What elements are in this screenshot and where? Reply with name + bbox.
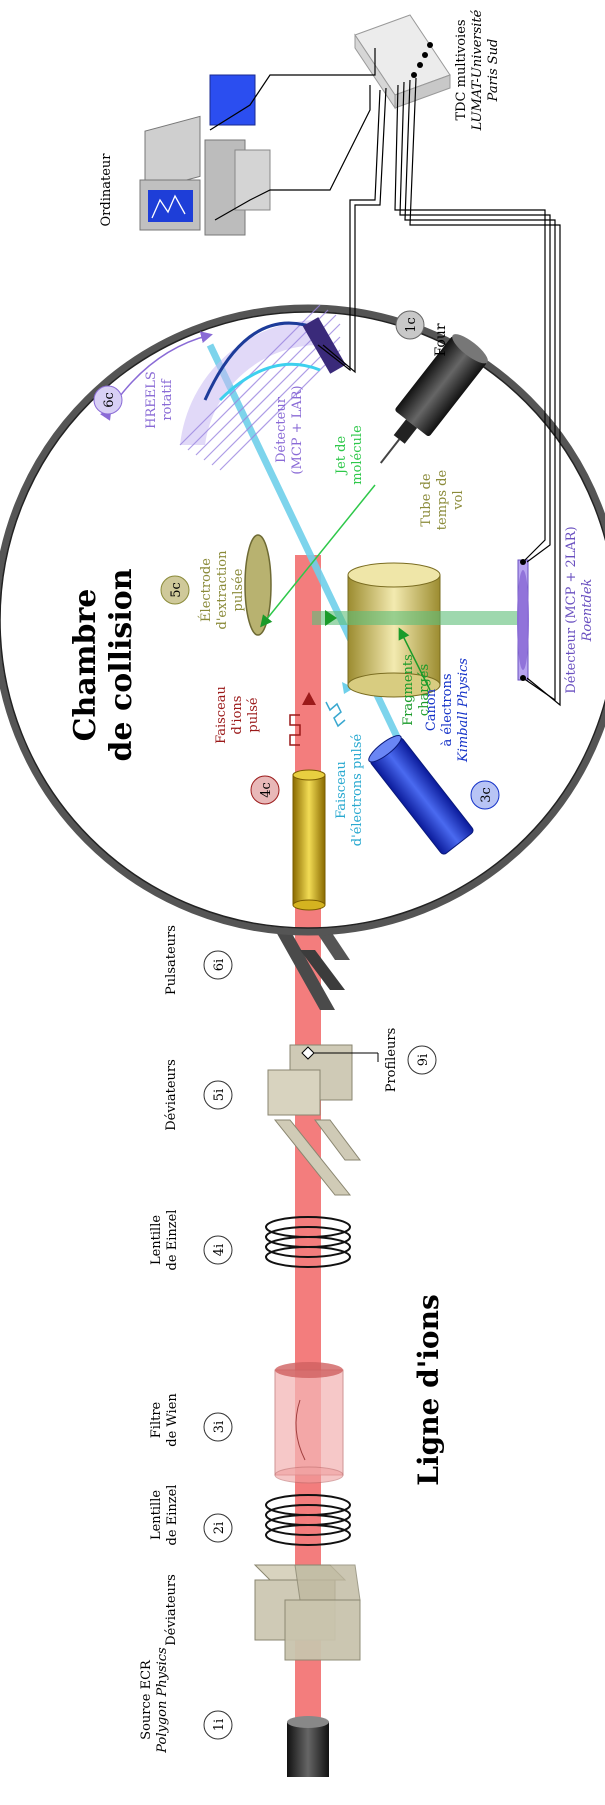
source-label: Source ECR bbox=[139, 1659, 154, 1740]
pulsers bbox=[275, 930, 350, 1010]
ion-line-title-text: Ligne d'ions bbox=[412, 1294, 445, 1485]
marker-9i: 9i bbox=[407, 1045, 437, 1075]
ion-beam-tube bbox=[292, 769, 326, 911]
computer bbox=[139, 74, 271, 236]
profiler-label: Profileurs bbox=[384, 1028, 399, 1093]
marker-5i: 5i bbox=[203, 1080, 233, 1110]
wien-filter bbox=[274, 1362, 344, 1484]
electron-beam-label: Faisceau bbox=[334, 761, 349, 819]
electrode-label-3: pulsée bbox=[231, 568, 246, 611]
einzel-lens-2 bbox=[265, 1216, 351, 1268]
tof-label-3: vol bbox=[451, 490, 466, 510]
fragments-label-2: chargés bbox=[417, 664, 432, 716]
tdc-label-3: Paris Sud bbox=[486, 39, 501, 103]
einzel-2-label: Lentille bbox=[149, 1215, 164, 1265]
bottom-detector bbox=[517, 559, 529, 681]
marker-6c-text: 6c bbox=[102, 392, 117, 408]
electron-beam-label-2: d'électrons pulsé bbox=[350, 734, 365, 847]
source-label-2: Polygon Physics bbox=[155, 1647, 170, 1754]
bottom-detector-label: Détecteur (MCP + 2LAR) bbox=[564, 526, 579, 693]
marker-5i-text: 5i bbox=[212, 1089, 227, 1101]
einzel-1-label: Lentille bbox=[149, 1490, 164, 1540]
tdc-label: TDC multivoies bbox=[454, 19, 469, 120]
deflectors-1 bbox=[253, 1564, 361, 1661]
marker-2i-text: 2i bbox=[212, 1522, 227, 1534]
ion-line-title: Ligne d'ions bbox=[412, 1294, 445, 1485]
chamber-title: Chambre de collision bbox=[68, 568, 139, 761]
oven bbox=[379, 334, 488, 464]
deflectors-2 bbox=[267, 1044, 361, 1196]
tdc-module bbox=[354, 14, 451, 110]
marker-5c-text: 5c bbox=[169, 582, 184, 598]
marker-4c: 4c bbox=[250, 775, 280, 805]
electron-pulse-trace bbox=[325, 701, 346, 728]
fragments-label: Fragments bbox=[401, 654, 416, 726]
extraction-electrode bbox=[244, 534, 272, 636]
marker-3c-text: 3c bbox=[479, 787, 494, 803]
ion-beam-arrow bbox=[302, 692, 316, 705]
marker-1c: 1c bbox=[395, 310, 425, 340]
ion-pulse-trace bbox=[289, 714, 301, 746]
marker-1c-text: 1c bbox=[404, 317, 419, 333]
pulsers-label: Pulsateurs bbox=[164, 925, 179, 995]
marker-3c: 3c bbox=[470, 780, 500, 810]
einzel-1-label-2: de Einzel bbox=[165, 1485, 180, 1546]
wien-label: Filtre bbox=[149, 1401, 164, 1438]
marker-3i: 3i bbox=[203, 1412, 233, 1442]
chamber-title-line2: de collision bbox=[104, 568, 139, 761]
electron-gun bbox=[368, 735, 474, 855]
wien-label-2: de Wien bbox=[165, 1393, 180, 1447]
marker-6i: 6i bbox=[203, 950, 233, 980]
marker-4c-text: 4c bbox=[259, 782, 274, 798]
tof-label: Tube de bbox=[419, 473, 434, 527]
tdc-label-2: LUMAT-Université bbox=[470, 9, 485, 131]
marker-4i: 4i bbox=[203, 1235, 233, 1265]
marker-5c: 5c bbox=[160, 575, 190, 605]
einzel-2-label-2: de Einzel bbox=[165, 1210, 180, 1271]
deflectors-2-label: Déviateurs bbox=[164, 1059, 179, 1131]
top-detector-label-2: (MCP + LAR) bbox=[290, 385, 305, 474]
bottom-detector-label-2: Roentdek bbox=[580, 578, 595, 642]
tof-tube bbox=[347, 562, 441, 698]
electrode-label-2: d'extraction bbox=[215, 550, 230, 630]
gun-label-2: à électrons bbox=[440, 673, 455, 746]
gun-label: Canon bbox=[424, 688, 439, 731]
marker-4i-text: 4i bbox=[212, 1244, 227, 1256]
top-detector-label: Détecteur bbox=[274, 396, 289, 463]
signal-cables bbox=[209, 48, 561, 707]
collision-chamber bbox=[0, 304, 605, 936]
jet-label: Jet de bbox=[334, 436, 349, 477]
gun-label-3: Kimball Physics bbox=[456, 658, 471, 763]
computer-label: Ordinateur bbox=[99, 153, 114, 227]
ion-beam-label: Faisceau bbox=[214, 686, 229, 744]
molecular-jet bbox=[260, 484, 376, 628]
ion-beam-label-3: pulsé bbox=[246, 697, 261, 733]
marker-6i-text: 6i bbox=[212, 959, 227, 971]
electrode-label: Électrode bbox=[198, 558, 214, 622]
ecr-source bbox=[287, 1716, 329, 1777]
hreels-label: HREELS bbox=[144, 371, 159, 429]
marker-2i: 2i bbox=[203, 1513, 233, 1543]
marker-9i-text: 9i bbox=[416, 1054, 431, 1066]
marker-1i-text: 1i bbox=[212, 1719, 227, 1731]
marker-1i: 1i bbox=[203, 1710, 233, 1740]
ion-beam-label-2: d'ions bbox=[230, 696, 245, 735]
oven-label: Four bbox=[433, 323, 449, 356]
tof-label-2: temps de bbox=[435, 470, 450, 531]
profiler bbox=[301, 1046, 379, 1062]
marker-6c: 6c bbox=[93, 385, 123, 415]
hreels-label-2: rotatif bbox=[160, 378, 175, 420]
jet-label-2: molécule bbox=[350, 425, 365, 485]
marker-3i-text: 3i bbox=[212, 1421, 227, 1433]
chamber-title-line1: Chambre bbox=[68, 589, 103, 742]
einzel-lens-1 bbox=[265, 1494, 351, 1546]
deflectors-1-label: Déviateurs bbox=[164, 1574, 179, 1646]
